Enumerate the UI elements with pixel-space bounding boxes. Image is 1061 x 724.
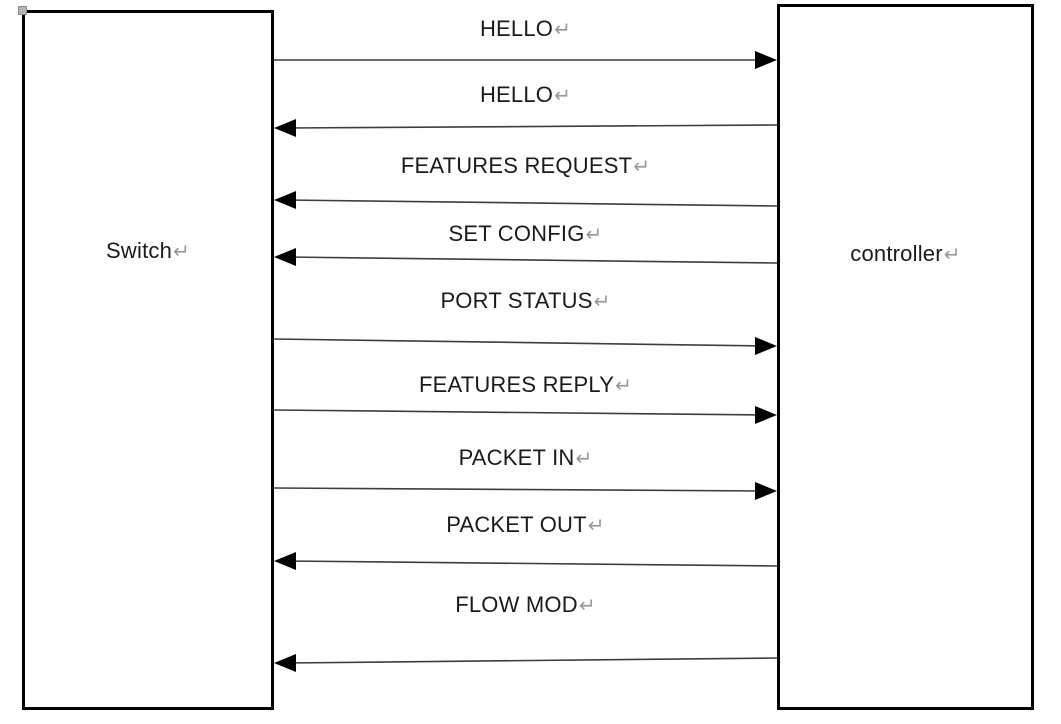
message-line-7[interactable] <box>273 487 765 492</box>
message-arrowhead-2[interactable] <box>274 119 296 137</box>
lifeline-box-controller[interactable] <box>777 4 1034 710</box>
message-arrowhead-6[interactable] <box>755 406 777 424</box>
message-arrowhead-5[interactable] <box>755 337 777 355</box>
lifeline-label-switch-text: Switch <box>106 238 173 263</box>
return-mark-icon: ↵ <box>554 19 572 41</box>
message-label-1[interactable]: HELLO↵ <box>274 16 777 42</box>
return-mark-icon: ↵ <box>585 224 603 246</box>
message-line-3[interactable] <box>286 199 778 207</box>
message-arrowhead-9[interactable] <box>274 654 296 672</box>
message-label-4[interactable]: SET CONFIG↵ <box>274 221 777 247</box>
message-label-9[interactable]: FLOW MOD↵ <box>274 592 777 618</box>
message-label-text: PORT STATUS <box>440 288 593 313</box>
message-arrowhead-7[interactable] <box>755 482 777 500</box>
return-mark-icon: ↵ <box>587 515 605 537</box>
selection-handle[interactable] <box>18 6 27 15</box>
message-label-text: FEATURES REPLY <box>418 372 615 397</box>
message-line-6[interactable] <box>273 409 765 416</box>
message-label-text: FLOW MOD <box>455 592 578 617</box>
return-mark-icon: ↵ <box>943 244 961 266</box>
message-label-text: PACKET IN <box>458 445 575 470</box>
return-mark-icon: ↵ <box>575 448 593 470</box>
return-mark-icon: ↵ <box>554 85 572 107</box>
message-label-text: SET CONFIG <box>448 221 585 246</box>
message-line-8[interactable] <box>286 560 778 567</box>
lifeline-label-controller-text: controller <box>850 241 943 266</box>
return-mark-icon: ↵ <box>593 291 611 313</box>
message-arrowhead-3[interactable] <box>274 191 296 209</box>
message-label-5[interactable]: PORT STATUS↵ <box>274 288 777 314</box>
message-label-2[interactable]: HELLO↵ <box>274 82 777 108</box>
lifeline-box-switch[interactable] <box>22 10 274 710</box>
message-label-3[interactable]: FEATURES REQUEST↵ <box>274 153 777 179</box>
message-label-6[interactable]: FEATURES REPLY↵ <box>274 372 777 398</box>
message-line-9[interactable] <box>286 657 778 664</box>
return-mark-icon: ↵ <box>578 595 596 617</box>
lifeline-label-controller: controller↵ <box>777 241 1034 267</box>
message-label-7[interactable]: PACKET IN↵ <box>274 445 777 471</box>
message-arrowhead-1[interactable] <box>755 51 777 69</box>
message-line-5[interactable] <box>273 338 765 347</box>
message-label-text: HELLO <box>479 16 554 41</box>
message-label-8[interactable]: PACKET OUT↵ <box>274 512 777 538</box>
message-arrowhead-8[interactable] <box>274 552 296 570</box>
message-label-text: PACKET OUT <box>446 512 587 537</box>
lifeline-label-switch: Switch↵ <box>22 238 274 264</box>
message-line-2[interactable] <box>286 124 778 129</box>
message-line-4[interactable] <box>286 256 778 264</box>
return-mark-icon: ↵ <box>615 375 633 397</box>
return-mark-icon: ↵ <box>173 241 190 263</box>
message-label-text: HELLO <box>479 82 554 107</box>
return-mark-icon: ↵ <box>633 156 651 178</box>
message-label-text: FEATURES REQUEST <box>400 153 633 178</box>
message-arrowhead-4[interactable] <box>274 248 296 266</box>
